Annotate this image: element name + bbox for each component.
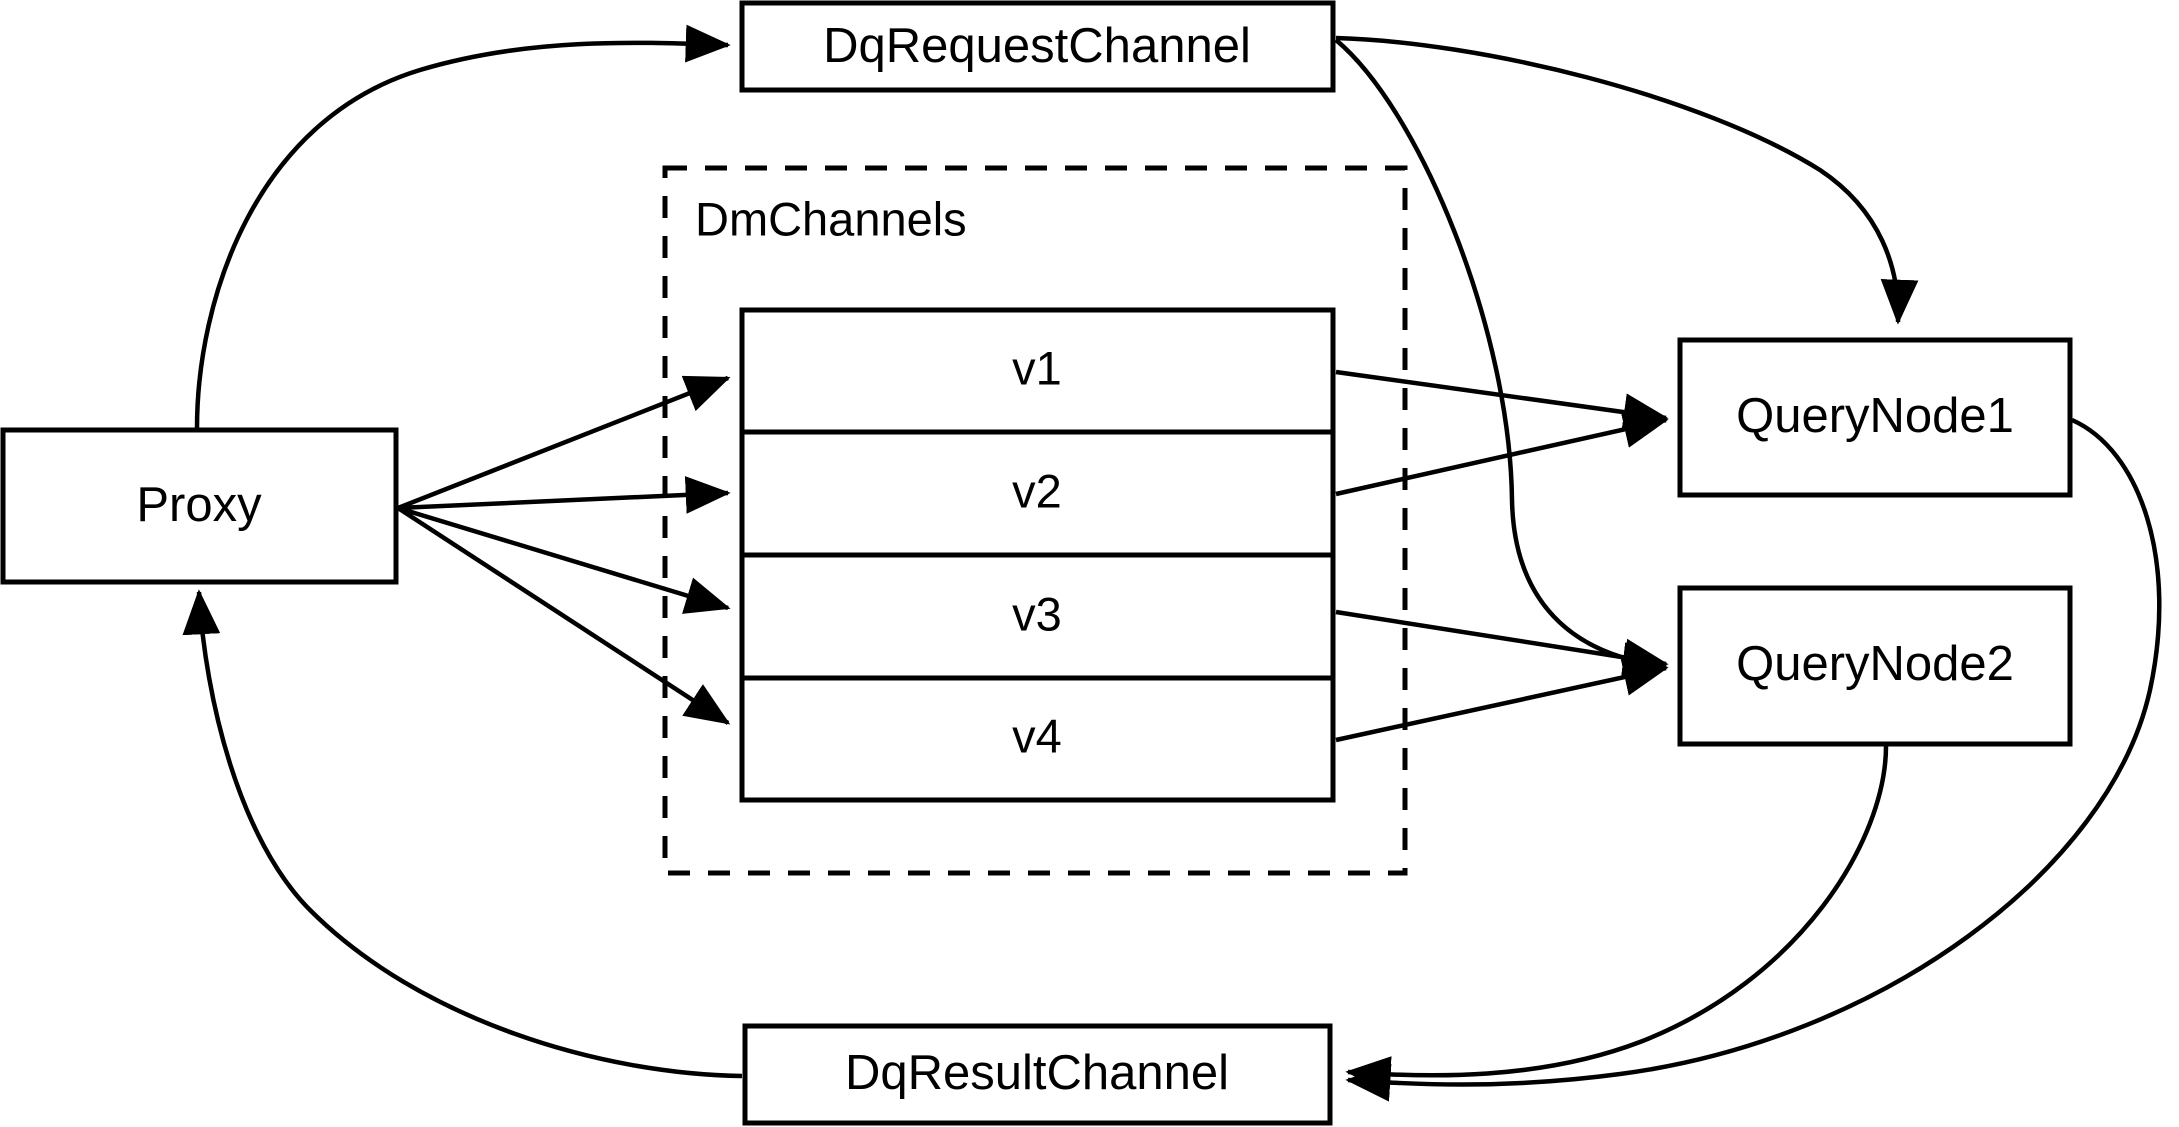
edge-querynode1-to-dqresultchannel — [1345, 417, 2162, 1102]
query-node-1-label: QueryNode1 — [1736, 389, 2014, 443]
proxy-box[interactable] — [0, 427, 399, 585]
dm-channels-group-label: DmChannels — [695, 192, 967, 245]
channel-row-v4-label[interactable]: v4 — [1012, 709, 1062, 762]
edge-proxy-to-dqrequestchannel — [194, 24, 731, 429]
channel-row-v2-label[interactable]: v2 — [1012, 464, 1062, 517]
dq-result-channel-label: DqResultChannel — [845, 1046, 1229, 1100]
edge-proxy-to-v2 — [397, 476, 731, 514]
channel-row-v3-label[interactable]: v3 — [1012, 587, 1062, 640]
edge-dqrequestchannel-to-querynode1 — [1335, 35, 1919, 325]
query-node-2-box[interactable] — [1677, 585, 2073, 747]
channel-row-v1-label[interactable]: v1 — [1012, 341, 1062, 394]
edge-querynode2-to-dqresultchannel — [1345, 745, 1889, 1094]
query-node-2-label: QueryNode2 — [1736, 637, 2014, 691]
edge-dqresultchannel-to-proxy — [182, 589, 743, 1079]
proxy-label: Proxy — [136, 478, 262, 532]
dq-result-channel-box[interactable] — [742, 1023, 1333, 1126]
edge-v1-to-querynode1 — [1335, 369, 1669, 431]
dq-request-channel-box[interactable] — [739, 0, 1336, 93]
edge-v2-to-querynode1 — [1335, 410, 1669, 497]
edge-proxy-to-v4 — [396, 506, 731, 725]
edge-dqrequestchannel-to-querynode2 — [1334, 38, 1668, 680]
query-node-1-box[interactable] — [1677, 337, 2073, 498]
edge-v3-to-querynode2 — [1335, 609, 1669, 677]
edge-proxy-to-v3 — [397, 505, 731, 614]
dm-channels-group-box — [662, 165, 1408, 876]
dq-request-channel-label: DqRequestChannel — [823, 19, 1251, 73]
edge-proxy-to-v1 — [397, 375, 731, 511]
edge-v4-to-querynode2 — [1335, 658, 1669, 743]
